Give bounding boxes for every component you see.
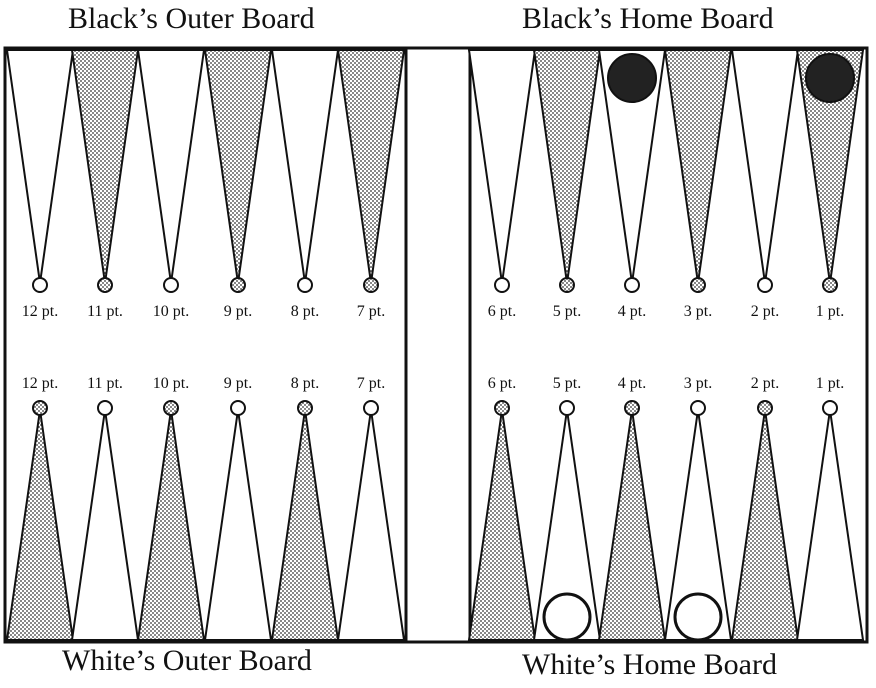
bottom-left-point-8-label: 8 pt. — [291, 375, 319, 392]
white-checker — [673, 592, 723, 642]
bottom-right-point-2-label: 2 pt. — [751, 375, 779, 392]
top-left-point-9 — [203, 49, 273, 284]
top-left-point-12-marker — [32, 277, 48, 293]
top-left-point-12-label: 12 pt. — [22, 303, 58, 320]
top-right-point-6-marker — [494, 277, 510, 293]
bottom-left-point-12-label: 12 pt. — [22, 375, 58, 392]
top-left-point-8-marker — [297, 277, 313, 293]
top-left-point-11 — [70, 49, 140, 284]
black-home-board-title: Black’s Home Board — [522, 2, 774, 35]
top-right-point-3-label: 3 pt. — [684, 303, 712, 320]
top-left-point-7-marker — [363, 277, 379, 293]
top-left-point-7-label: 7 pt. — [357, 303, 385, 320]
top-left-point-10-marker — [163, 277, 179, 293]
top-right-point-1 — [795, 49, 865, 284]
bottom-right-point-1-marker — [822, 400, 838, 416]
bottom-right-point-1-label: 1 pt. — [816, 375, 844, 392]
top-left-point-8 — [270, 49, 340, 284]
top-left-point-9-label: 9 pt. — [224, 303, 252, 320]
white-outer-board-title: White’s Outer Board — [62, 644, 312, 677]
bottom-left-point-11-marker — [97, 400, 113, 416]
bottom-right-point-4-label: 4 pt. — [618, 375, 646, 392]
black-checker — [805, 53, 855, 103]
top-right-point-5-marker — [559, 277, 575, 293]
white-home-board-title: White’s Home Board — [522, 648, 777, 681]
bottom-left-point-10-marker — [163, 400, 179, 416]
bottom-left-point-7 — [336, 409, 406, 641]
bottom-right-point-6 — [467, 409, 537, 641]
bottom-right-point-6-marker — [494, 400, 510, 416]
bottom-right-point-4-marker — [624, 400, 640, 416]
bottom-right-point-3-marker — [690, 400, 706, 416]
top-right-point-2-label: 2 pt. — [751, 303, 779, 320]
top-left-point-7 — [336, 49, 406, 284]
top-left-point-10-label: 10 pt. — [153, 303, 189, 320]
top-right-point-1-label: 1 pt. — [816, 303, 844, 320]
top-right-point-3 — [663, 49, 733, 284]
bottom-left-point-11 — [70, 409, 140, 641]
bottom-left-point-9 — [203, 409, 273, 641]
bottom-right-point-2-marker — [757, 400, 773, 416]
top-left-point-8-label: 8 pt. — [291, 303, 319, 320]
top-right-point-6-label: 6 pt. — [488, 303, 516, 320]
bottom-left-point-12 — [5, 409, 75, 641]
bottom-right-point-6-label: 6 pt. — [488, 375, 516, 392]
top-right-point-4-marker — [624, 277, 640, 293]
top-left-point-11-label: 11 pt. — [87, 303, 123, 320]
bar — [404, 46, 472, 644]
bottom-left-point-11-label: 11 pt. — [87, 375, 123, 392]
black-checker — [607, 53, 657, 103]
bottom-right-point-1 — [795, 409, 865, 641]
bottom-left-point-7-label: 7 pt. — [357, 375, 385, 392]
white-checker — [542, 592, 592, 642]
top-right-point-4-label: 4 pt. — [618, 303, 646, 320]
top-left-point-9-marker — [230, 277, 246, 293]
top-left-point-11-marker — [97, 277, 113, 293]
bottom-left-point-8-marker — [297, 400, 313, 416]
top-right-point-2 — [730, 49, 800, 284]
bottom-right-point-5-marker — [559, 400, 575, 416]
bottom-right-point-4 — [597, 409, 667, 641]
top-left-point-12 — [5, 49, 75, 284]
top-right-point-6 — [467, 49, 537, 284]
bottom-left-point-8 — [270, 409, 340, 641]
bottom-left-point-10 — [136, 409, 206, 641]
black-outer-board-title: Black’s Outer Board — [68, 2, 315, 35]
bottom-right-point-3-label: 3 pt. — [684, 375, 712, 392]
bottom-left-point-7-marker — [363, 400, 379, 416]
top-right-point-5 — [532, 49, 602, 284]
top-left-point-10 — [136, 49, 206, 284]
top-right-point-5-label: 5 pt. — [553, 303, 581, 320]
bottom-left-point-9-marker — [230, 400, 246, 416]
bottom-left-point-10-label: 10 pt. — [153, 375, 189, 392]
top-right-point-2-marker — [757, 277, 773, 293]
top-right-point-1-marker — [822, 277, 838, 293]
bottom-left-point-12-marker — [32, 400, 48, 416]
bottom-right-point-5-label: 5 pt. — [553, 375, 581, 392]
bottom-right-point-2 — [730, 409, 800, 641]
top-right-point-4 — [597, 49, 667, 284]
top-right-point-3-marker — [690, 277, 706, 293]
bottom-left-point-9-label: 9 pt. — [224, 375, 252, 392]
